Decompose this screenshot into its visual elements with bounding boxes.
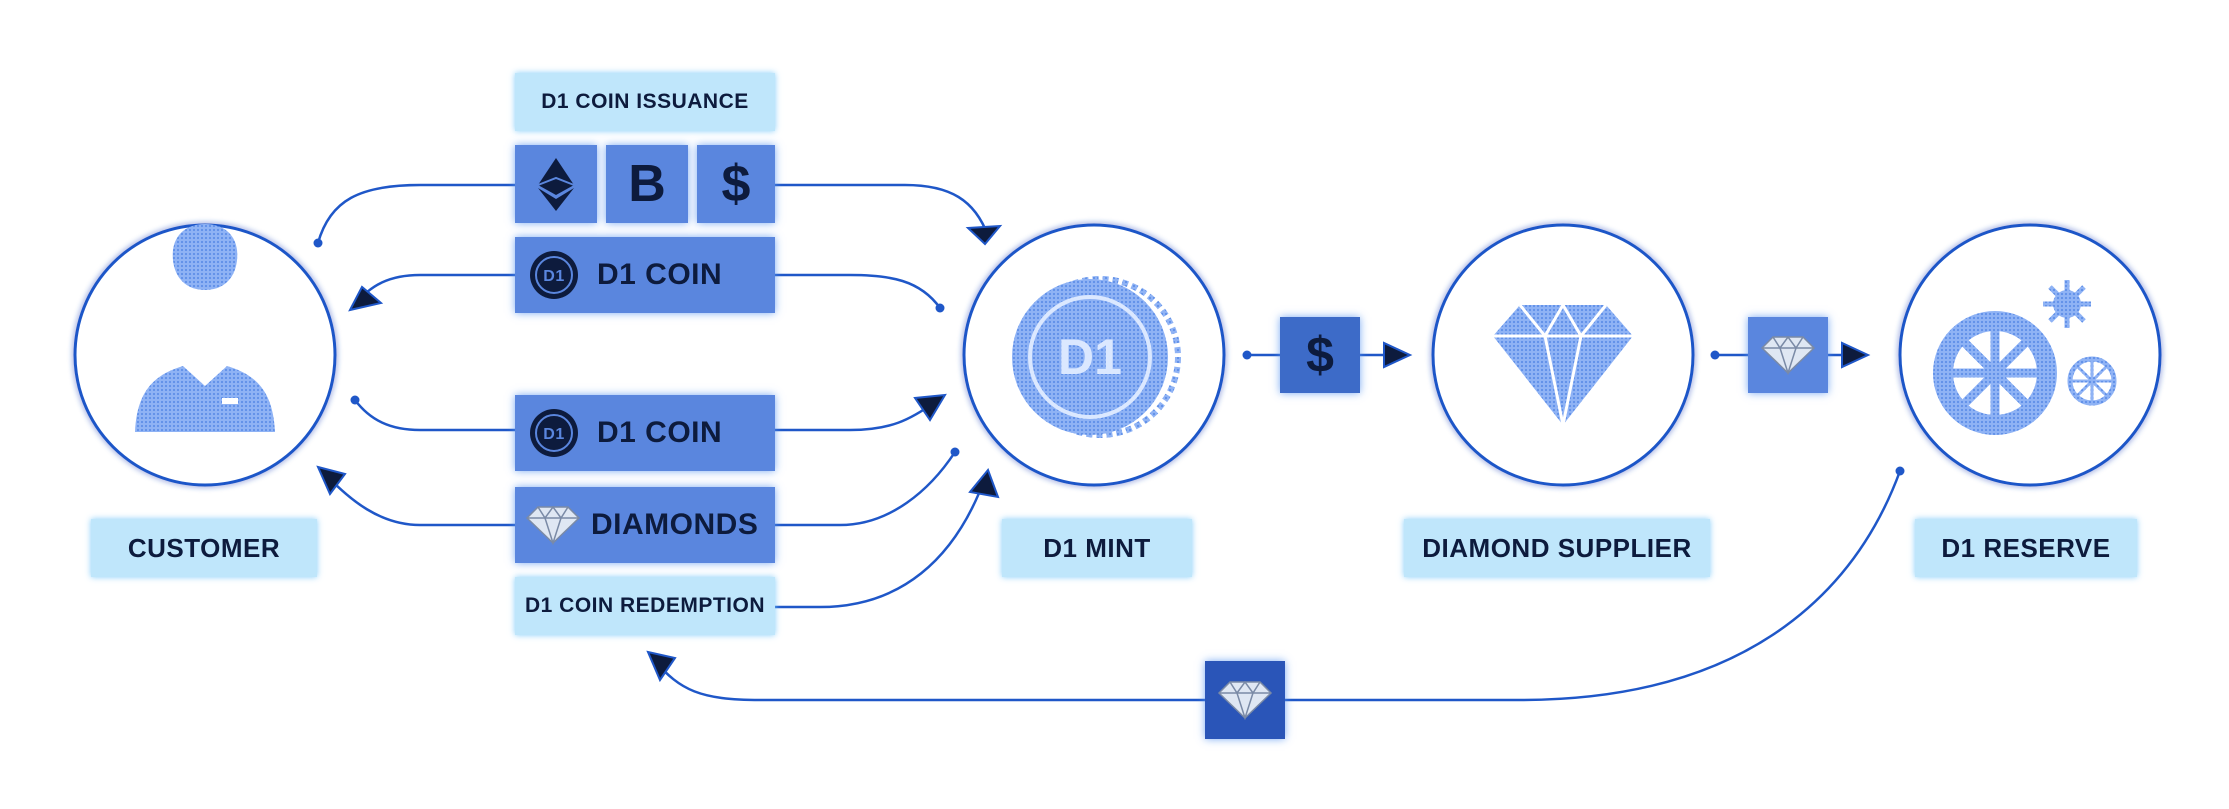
connector-dots	[313, 238, 1905, 476]
mint-label: D1 MINT	[1002, 519, 1192, 577]
bitcoin-tile: B	[606, 145, 688, 223]
mint-coin-icon: D1	[1012, 276, 1181, 438]
reserve-label: D1 RESERVE	[1915, 519, 2137, 577]
connector-reserve-to-bottom	[1285, 470, 1902, 702]
coin-badge-text: D1	[543, 426, 564, 443]
ethereum-tile	[515, 145, 597, 223]
redemption-coin-label: D1 COIN	[597, 416, 723, 449]
diamonds-label: DIAMONDS	[591, 508, 759, 541]
arrow-to-reserve	[1841, 341, 1871, 369]
arrowheads	[316, 224, 1871, 683]
connector-customer-to-crypto	[316, 183, 520, 244]
connector-crypto-to-mint	[775, 183, 990, 237]
connector-diamonds-to-customer	[324, 473, 520, 527]
dollar-icon: $	[721, 155, 751, 213]
d1-coin-badge-icon: D1	[530, 409, 578, 457]
diamond-gem-icon	[1760, 335, 1816, 375]
payment-tile: $	[1280, 317, 1360, 393]
issuance-coin-label: D1 COIN	[597, 258, 723, 291]
mint-coin-text: D1	[1058, 329, 1122, 385]
diamonds-bar: DIAMONDS	[515, 487, 775, 563]
dollar-tile: $	[697, 145, 775, 223]
connector-redeem-coin-to-mint	[775, 400, 936, 432]
d1-coin-badge-icon: D1	[530, 251, 578, 299]
connector-mint-to-diamonds	[775, 451, 957, 527]
payment-dollar-icon: $	[1306, 327, 1334, 383]
arrow-to-mint-redemption	[968, 468, 1000, 499]
connector-coinbar-to-customer	[354, 273, 520, 306]
redemption-title: D1 COIN REDEMPTION	[515, 577, 775, 635]
issuance-coin-bar: D1 D1 COIN	[515, 237, 775, 313]
customer-person-icon	[135, 224, 275, 432]
customer-label: CUSTOMER	[91, 519, 317, 577]
diamond-gem-icon	[525, 505, 581, 545]
supplier-label: DIAMOND SUPPLIER	[1404, 519, 1710, 577]
reserve-gears-icon	[1933, 280, 2117, 435]
ethereum-icon	[537, 158, 575, 211]
bitcoin-icon: B	[628, 155, 666, 213]
connector-customer-to-redeem-coin	[354, 399, 520, 432]
arrow-to-redemption	[646, 650, 677, 683]
issuance-title: D1 COIN ISSUANCE	[515, 73, 775, 131]
supplier-diamond-icon	[1493, 302, 1633, 426]
connector-redemption-to-mint	[775, 477, 987, 609]
arrow-to-mint-issuance	[965, 224, 1003, 246]
diamond-return-tile	[1205, 661, 1285, 739]
redemption-coin-bar: D1 D1 COIN	[515, 395, 775, 471]
diamond-gem-icon	[1217, 680, 1273, 720]
arrow-to-supplier	[1383, 341, 1413, 369]
connector-mint-to-coinbar	[775, 273, 942, 309]
coin-badge-text: D1	[543, 268, 564, 285]
arrow-to-mint-redeem-coin	[913, 393, 947, 422]
arrow-to-customer-issuance	[348, 285, 384, 312]
arrow-to-customer-diamonds	[316, 465, 347, 496]
connector-bottom-to-redemption	[654, 660, 1205, 702]
diamond-shipment-tile	[1748, 317, 1828, 393]
